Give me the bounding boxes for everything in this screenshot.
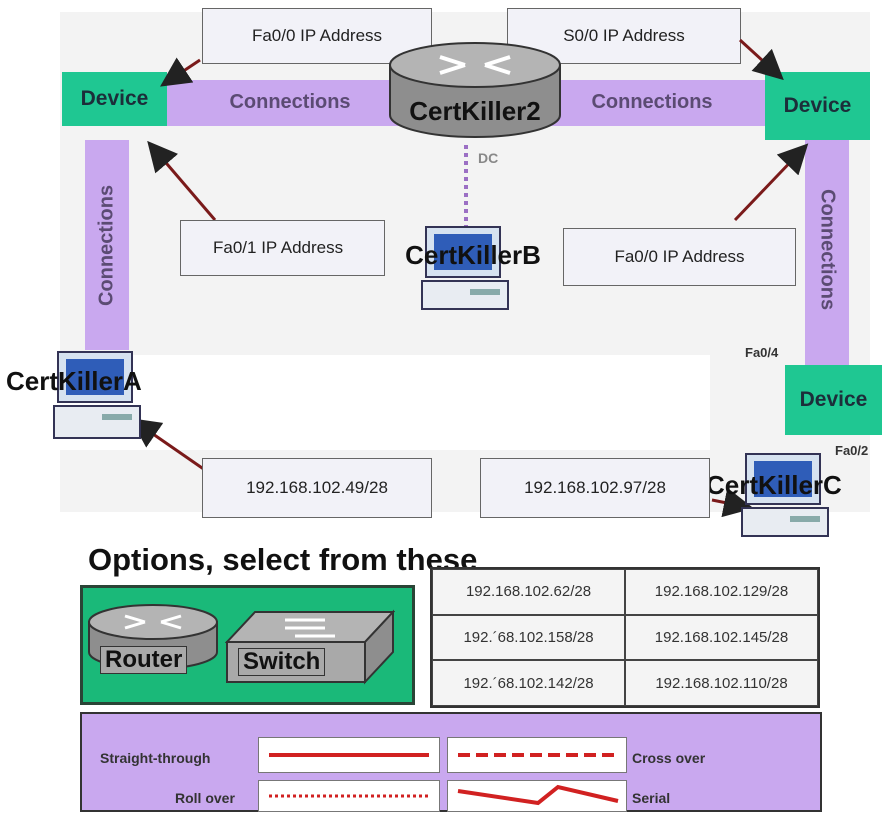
dce-label: DC xyxy=(478,150,499,166)
ip-option[interactable]: 192.168.102.129/28 xyxy=(625,569,818,615)
straight-through-cable-icon xyxy=(269,753,429,757)
serial-label: Serial xyxy=(632,790,671,806)
roll-over-cable-icon xyxy=(269,794,429,798)
ip-option[interactable]: 192.168.102.62/28 xyxy=(432,569,625,615)
fa01-ip-box[interactable]: Fa0/1 IP Address xyxy=(180,220,385,276)
device-left-slot[interactable]: Device xyxy=(62,72,167,126)
host-c-label: CertKillerC xyxy=(706,470,842,500)
ip-option[interactable]: 192.168.102.145/28 xyxy=(625,614,818,661)
cross-over-cable-icon xyxy=(458,753,616,757)
device-lower-right-slot[interactable]: Device xyxy=(785,365,882,435)
options-title: Options, select from these xyxy=(88,542,478,577)
ip-option[interactable]: 192.´68.102.142/28 xyxy=(432,660,625,706)
serial-link-dotted xyxy=(464,145,468,235)
fa00-ip-box-top[interactable]: Fa0/0 IP Address xyxy=(202,8,432,64)
computer-icon-a xyxy=(53,351,141,439)
computer-icon-c xyxy=(741,453,829,537)
roll-over-cable-option[interactable] xyxy=(258,780,440,812)
port-fa04-label: Fa0/4 xyxy=(745,345,779,360)
ip-options-grid: 192.168.102.62/28 192.168.102.129/28 192… xyxy=(430,567,820,708)
arrows-layer xyxy=(130,38,809,518)
host-a-label: CertKillerA xyxy=(6,366,142,396)
left-connection-bar xyxy=(85,140,129,350)
straight-through-label: Straight-through xyxy=(100,750,211,766)
cross-over-cable-option[interactable] xyxy=(447,737,627,773)
connections-top-left[interactable]: Connections xyxy=(229,90,351,113)
router-name-label: CertKiller2 xyxy=(409,96,541,126)
serial-cable-icon xyxy=(457,784,619,806)
serial-cable-option[interactable] xyxy=(447,780,627,812)
port-fa02-label: Fa0/2 xyxy=(835,443,869,458)
straight-through-cable-option[interactable] xyxy=(258,737,440,773)
ip-box-right-bottom[interactable]: 192.168.102.97/28 xyxy=(480,458,710,518)
roll-over-label: Roll over xyxy=(175,790,235,806)
diagram-blank-area xyxy=(60,355,710,450)
right-connection-bar xyxy=(805,140,849,365)
host-b-label: CertKillerB xyxy=(405,240,541,270)
ip-box-left-bottom[interactable]: 192.168.102.49/28 xyxy=(202,458,432,518)
router-icon xyxy=(389,42,561,138)
computer-icon-b xyxy=(421,226,509,310)
router-option-label[interactable]: Router xyxy=(100,646,188,674)
switch-option-label[interactable]: Switch xyxy=(238,648,326,676)
cross-over-label: Cross over xyxy=(632,750,706,766)
ip-option[interactable]: 192.´68.102.158/28 xyxy=(432,614,625,661)
device-right-slot[interactable]: Device xyxy=(765,72,870,140)
fa00-ip-box-middle[interactable]: Fa0/0 IP Address xyxy=(563,228,796,286)
switch-option-icon[interactable] xyxy=(225,608,395,693)
connections-right-vertical[interactable]: Connections xyxy=(816,189,839,311)
connections-top-right[interactable]: Connections xyxy=(591,90,713,113)
ip-option[interactable]: 192.168.102.110/28 xyxy=(625,660,818,706)
